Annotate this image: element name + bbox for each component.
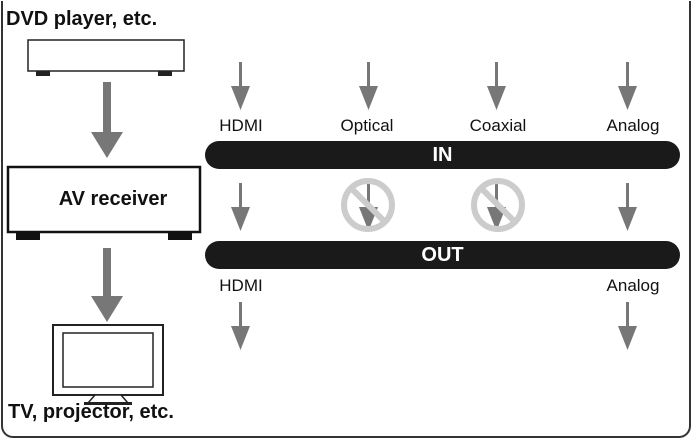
output-label-analog: Analog bbox=[606, 276, 660, 295]
out-bar-label: OUT bbox=[421, 244, 464, 266]
source-to-receiver-arrow bbox=[91, 82, 123, 158]
receiver-to-display-arrow bbox=[91, 248, 123, 322]
through-arrows bbox=[231, 183, 637, 231]
coaxial-blocked-no-entry-icon bbox=[471, 178, 525, 232]
input-label-optical: Optical bbox=[340, 116, 394, 135]
display-device-label: TV, projector, etc. bbox=[8, 401, 174, 423]
receiver-label: AV receiver bbox=[58, 188, 168, 210]
tv-icon bbox=[52, 324, 164, 405]
in-bar-label: IN bbox=[432, 144, 453, 166]
optical-blocked-no-entry-icon bbox=[341, 178, 395, 232]
input-label-coaxial: Coaxial bbox=[469, 116, 527, 135]
output-label-hdmi: HDMI bbox=[219, 276, 263, 295]
source-device-label: DVD player, etc. bbox=[6, 8, 158, 30]
diagram-frame bbox=[1, 1, 691, 438]
input-arrows bbox=[231, 62, 637, 110]
input-label-hdmi: HDMI bbox=[219, 116, 263, 135]
input-label-analog: Analog bbox=[606, 116, 660, 135]
output-arrows bbox=[231, 302, 637, 350]
dvd-player-icon bbox=[27, 39, 185, 76]
receiver-box-icon bbox=[6, 165, 202, 240]
out-bar bbox=[205, 241, 680, 269]
in-bar bbox=[205, 141, 680, 169]
